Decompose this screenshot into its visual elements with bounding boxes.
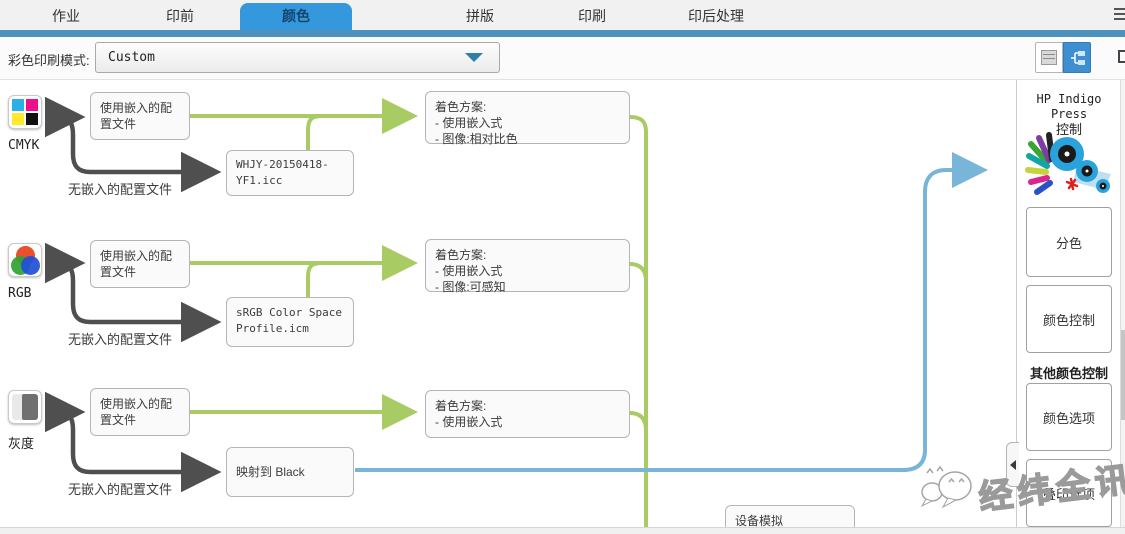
- tab-job[interactable]: 作业: [52, 8, 80, 24]
- profile-box-gray[interactable]: 映射到 Black: [226, 447, 354, 497]
- panel-title-line1: HP Indigo Press: [1036, 92, 1102, 121]
- tab-postpress[interactable]: 印后处理: [688, 8, 744, 24]
- flow-view-button[interactable]: [1063, 42, 1091, 73]
- scheme-line: 着色方案:: [435, 248, 487, 262]
- horizontal-scrollbar[interactable]: [0, 527, 1125, 534]
- press-icon: [1025, 132, 1111, 195]
- scheme-line: - 使用嵌入式: [435, 264, 503, 278]
- cmyk-swatch-icon: [8, 95, 42, 129]
- color-control-button[interactable]: 颜色控制: [1026, 285, 1112, 353]
- rendering-scheme-box-cmyk[interactable]: 着色方案: - 使用嵌入式 - 图像:相对比色: [425, 91, 630, 146]
- tab-bar: 作业 印前 颜色 拼版 印刷 印后处理: [0, 0, 1125, 30]
- list-view-button[interactable]: [1035, 42, 1063, 73]
- scheme-line: 着色方案:: [435, 100, 487, 114]
- menu-lines-icon[interactable]: [1114, 8, 1125, 24]
- no-embedded-label-gray: 无嵌入的配置文件: [68, 482, 173, 497]
- embedded-profile-box-gray[interactable]: 使用嵌入的配置文件: [90, 388, 190, 436]
- scheme-line: - 图像:相对比色: [435, 132, 518, 146]
- clipped-edge-icon: [1118, 50, 1125, 63]
- source-label-gray: 灰度: [8, 436, 35, 451]
- list-view-icon: [1041, 50, 1057, 65]
- grayscale-icon: [8, 390, 42, 424]
- scheme-line: 着色方案:: [435, 399, 487, 413]
- panel-title-line2: 控制: [1055, 122, 1082, 137]
- rgb-wheel-icon: [8, 243, 42, 277]
- color-options-button[interactable]: 颜色选项: [1026, 383, 1112, 451]
- scheme-line: - 图像:可感知: [435, 280, 506, 294]
- press-control-panel: HP Indigo Press 控制 分色 颜色控制 其他颜色控制 颜: [1016, 80, 1120, 527]
- source-label-cmyk: CMYK: [8, 138, 40, 153]
- scheme-line: - 使用嵌入式: [435, 415, 503, 429]
- flow-view-icon: [1071, 51, 1085, 65]
- chevron-down-icon[interactable]: [465, 53, 483, 62]
- collapse-arrow-icon: [1010, 459, 1016, 470]
- embedded-profile-box-rgb[interactable]: 使用嵌入的配置文件: [90, 240, 190, 288]
- color-mode-select[interactable]: Custom: [95, 42, 500, 73]
- tab-print[interactable]: 印刷: [578, 8, 606, 24]
- profile-box-rgb[interactable]: sRGB Color Space Profile.icm: [226, 297, 354, 347]
- other-color-controls-heading: 其他颜色控制: [1029, 366, 1108, 381]
- tab-color[interactable]: 颜色: [240, 3, 352, 30]
- no-embedded-label-rgb: 无嵌入的配置文件: [68, 332, 173, 347]
- source-label-rgb: RGB: [8, 286, 32, 301]
- profile-box-cmyk[interactable]: WHJY-20150418-YF1.icc: [226, 150, 354, 196]
- active-tab-strip: [0, 30, 1125, 37]
- panel-title: HP Indigo Press 控制: [1017, 92, 1121, 137]
- overprint-options-button[interactable]: 叠印选项: [1026, 459, 1112, 527]
- separations-button[interactable]: 分色: [1026, 207, 1112, 277]
- tab-prepress[interactable]: 印前: [166, 8, 194, 24]
- embedded-profile-box-cmyk[interactable]: 使用嵌入的配置文件: [90, 92, 190, 140]
- rendering-scheme-box-rgb[interactable]: 着色方案: - 使用嵌入式 - 图像:可感知: [425, 239, 630, 294]
- color-mode-label: 彩色印刷模式:: [8, 53, 90, 68]
- panel-collapse-handle[interactable]: [1006, 442, 1019, 487]
- vertical-scrollbar[interactable]: [1120, 80, 1125, 527]
- tab-imposition[interactable]: 拼版: [466, 8, 494, 24]
- rendering-scheme-box-gray[interactable]: 着色方案: - 使用嵌入式: [425, 390, 630, 438]
- no-embedded-label-cmyk: 无嵌入的配置文件: [68, 182, 173, 197]
- scheme-line: - 使用嵌入式: [435, 116, 503, 130]
- scrollbar-thumb[interactable]: [1121, 330, 1125, 420]
